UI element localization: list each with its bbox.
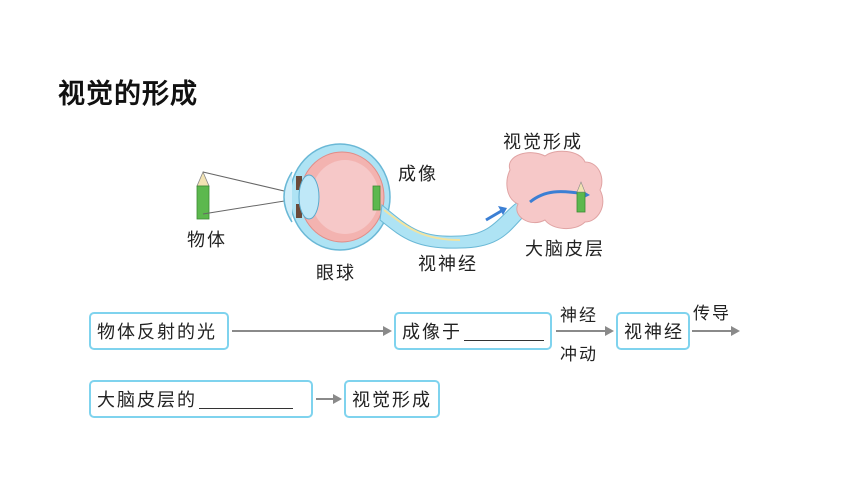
page-title: 视觉的形成 — [58, 79, 198, 110]
optic-nerve-box: 视神经 — [616, 312, 690, 350]
object-pencil-icon — [196, 170, 210, 220]
optic-nerve-label: 视神经 — [418, 254, 478, 275]
brain-icon — [506, 150, 604, 229]
reflected-light-box: 物体反射的光 — [89, 312, 229, 350]
cortex-text: 大脑皮层的 — [97, 390, 197, 411]
optic-nerve-text: 视神经 — [624, 322, 684, 343]
image-label: 成像 — [398, 164, 438, 185]
vision-text: 视觉形成 — [352, 390, 432, 411]
answer-blank[interactable] — [464, 322, 544, 341]
arrow-cortex-to-vision — [316, 393, 342, 405]
nerve-label: 神经 — [560, 306, 598, 326]
conduct-label: 传导 — [693, 304, 731, 324]
arrow-image-to-nerve — [556, 325, 614, 337]
reflected-light-text: 物体反射的光 — [97, 322, 217, 343]
eyeball-label: 眼球 — [316, 263, 356, 284]
impulse-label: 冲动 — [560, 345, 598, 365]
answer-blank[interactable] — [199, 390, 293, 409]
object-label: 物体 — [187, 230, 227, 251]
image-on-box: 成像于 — [394, 312, 552, 350]
arrow-nerve-to-cortex — [692, 325, 740, 337]
eyeball-icon — [283, 143, 391, 251]
cortex-box: 大脑皮层的 — [89, 380, 313, 418]
image-on-text: 成像于 — [402, 322, 462, 343]
vision-label: 视觉形成 — [503, 132, 583, 153]
vision-box: 视觉形成 — [344, 380, 440, 418]
arrow-light-to-image — [232, 325, 392, 337]
cortex-label: 大脑皮层 — [525, 239, 605, 260]
